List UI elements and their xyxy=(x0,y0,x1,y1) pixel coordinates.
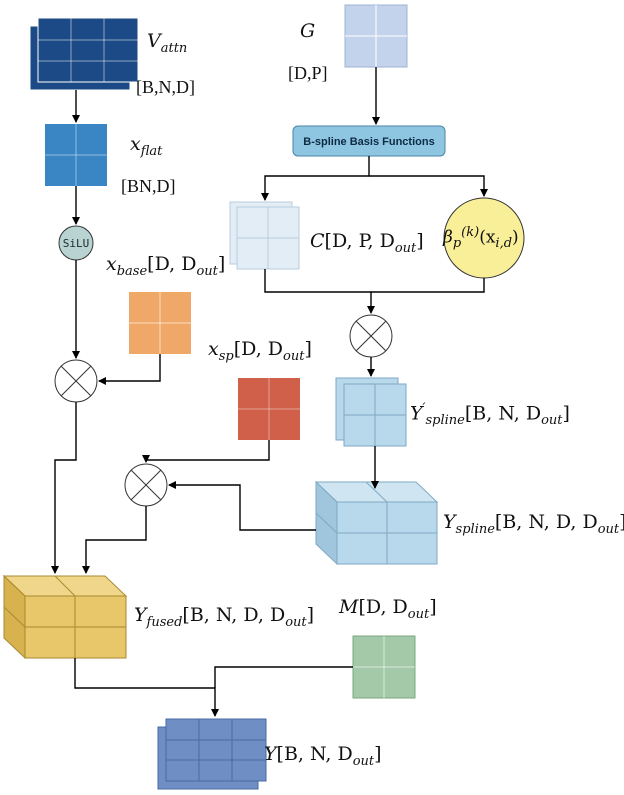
edge-yfused-to-y xyxy=(74,658,219,717)
y-label: Y[B, N, Dout] xyxy=(264,743,382,769)
edge-mult3-to-yfused xyxy=(82,506,147,574)
edge-bspline-to-beta xyxy=(369,175,488,197)
beta-label: βp(k)(xi,d) xyxy=(443,225,519,252)
silu-node: SiLU xyxy=(58,225,94,261)
g-label: G xyxy=(300,20,316,42)
g-dims: [D,P] xyxy=(288,63,328,83)
edge-bspline-to-c xyxy=(261,156,370,201)
c-matrix xyxy=(229,201,300,270)
bspline-basis-box: B-spline Basis Functions xyxy=(292,125,446,157)
y-spline-prime-label: Y′spline[B, N, Dout] xyxy=(410,401,570,429)
c-label: C[D, P, Dout] xyxy=(310,230,424,256)
y-fused-label: Yfused[B, N, D, Dout] xyxy=(134,604,315,630)
x-base-label: xbase[D, Dout] xyxy=(106,253,226,279)
multiply-node-spline xyxy=(349,314,393,358)
y-fused-cube xyxy=(2,574,128,660)
red-matrix xyxy=(238,378,300,440)
edge-mult1-to-yfused xyxy=(51,402,77,574)
m-matrix xyxy=(352,635,416,699)
edge-c-to-mult2 xyxy=(264,269,375,314)
m-label: M[D, Dout] xyxy=(339,596,437,622)
x-sp-label: xsp[D, Dout] xyxy=(208,338,312,364)
v-attn-label: Vattn xyxy=(147,30,188,56)
silu-label: SiLU xyxy=(63,237,90,250)
x-flat-label: xflat xyxy=(130,133,163,159)
y-spline-prime-tensor xyxy=(335,377,407,447)
x-flat-dims: [BN,D] xyxy=(121,176,176,196)
bspline-label: B-spline Basis Functions xyxy=(303,136,434,148)
edge-beta-to-mult2 xyxy=(371,278,485,293)
x-flat-matrix xyxy=(45,124,107,186)
y-spline-cube xyxy=(314,480,439,566)
multiply-node-base xyxy=(54,359,98,403)
edge-xsp-to-mult1 xyxy=(98,354,161,385)
y-spline-label: Yspline[B, N, D, Dout] xyxy=(443,511,624,537)
edge-yspline-to-mult3 xyxy=(168,481,316,531)
x-sp-matrix xyxy=(129,292,191,354)
g-matrix xyxy=(344,4,408,68)
y-output-tensor xyxy=(157,718,267,790)
edge-red-to-mult3 xyxy=(142,440,270,463)
v-attn-dims: [B,N,D] xyxy=(136,77,195,97)
multiply-node-gate xyxy=(124,463,168,507)
edges xyxy=(51,67,488,717)
v-attn-tensor xyxy=(29,17,139,91)
edge-m-to-y xyxy=(214,666,353,688)
